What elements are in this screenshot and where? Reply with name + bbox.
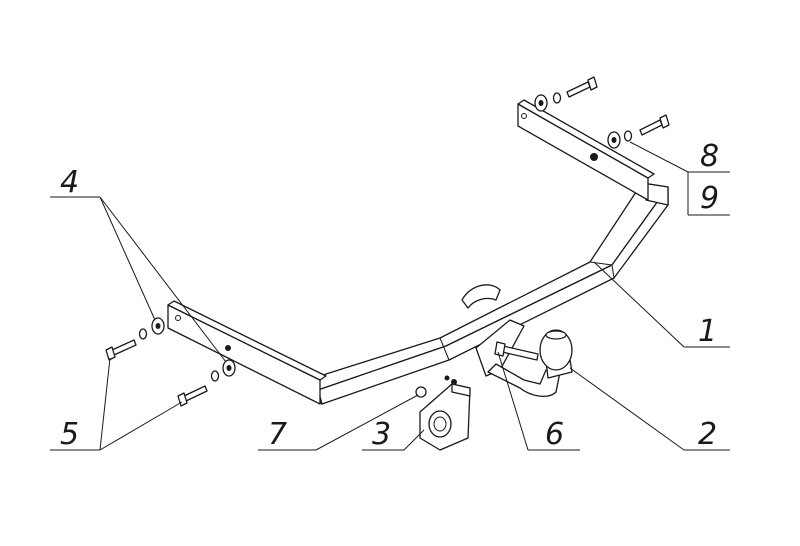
socket-plate [419,375,471,451]
spring-washer-3 [552,92,562,104]
label-2: 2 [698,417,717,452]
washer-upper-right [534,94,548,112]
label-3: 3 [372,417,391,452]
nut [415,386,427,398]
label-8: 8 [700,139,719,174]
label-6: 6 [545,417,564,452]
spring-washer-4 [623,130,633,142]
washer-lower-right [607,131,621,149]
bolt-lower-right [639,114,670,136]
label-9: 9 [700,181,719,216]
spring-washer-1 [138,328,148,340]
bolt-lower-left [177,385,208,407]
washer-upper-left [151,317,165,335]
label-1: 1 [698,314,717,349]
right-bracket [517,99,655,201]
washer-lower-left [222,359,236,377]
ball-mount [461,284,573,398]
spring-washer-2 [210,370,220,382]
bolt-upper-left [105,339,137,361]
bolt-upper-right [566,76,598,98]
label-7: 7 [268,417,287,452]
label-4: 4 [60,165,79,200]
left-bracket [167,300,327,405]
label-5: 5 [60,417,79,452]
leader-lines [50,141,730,451]
